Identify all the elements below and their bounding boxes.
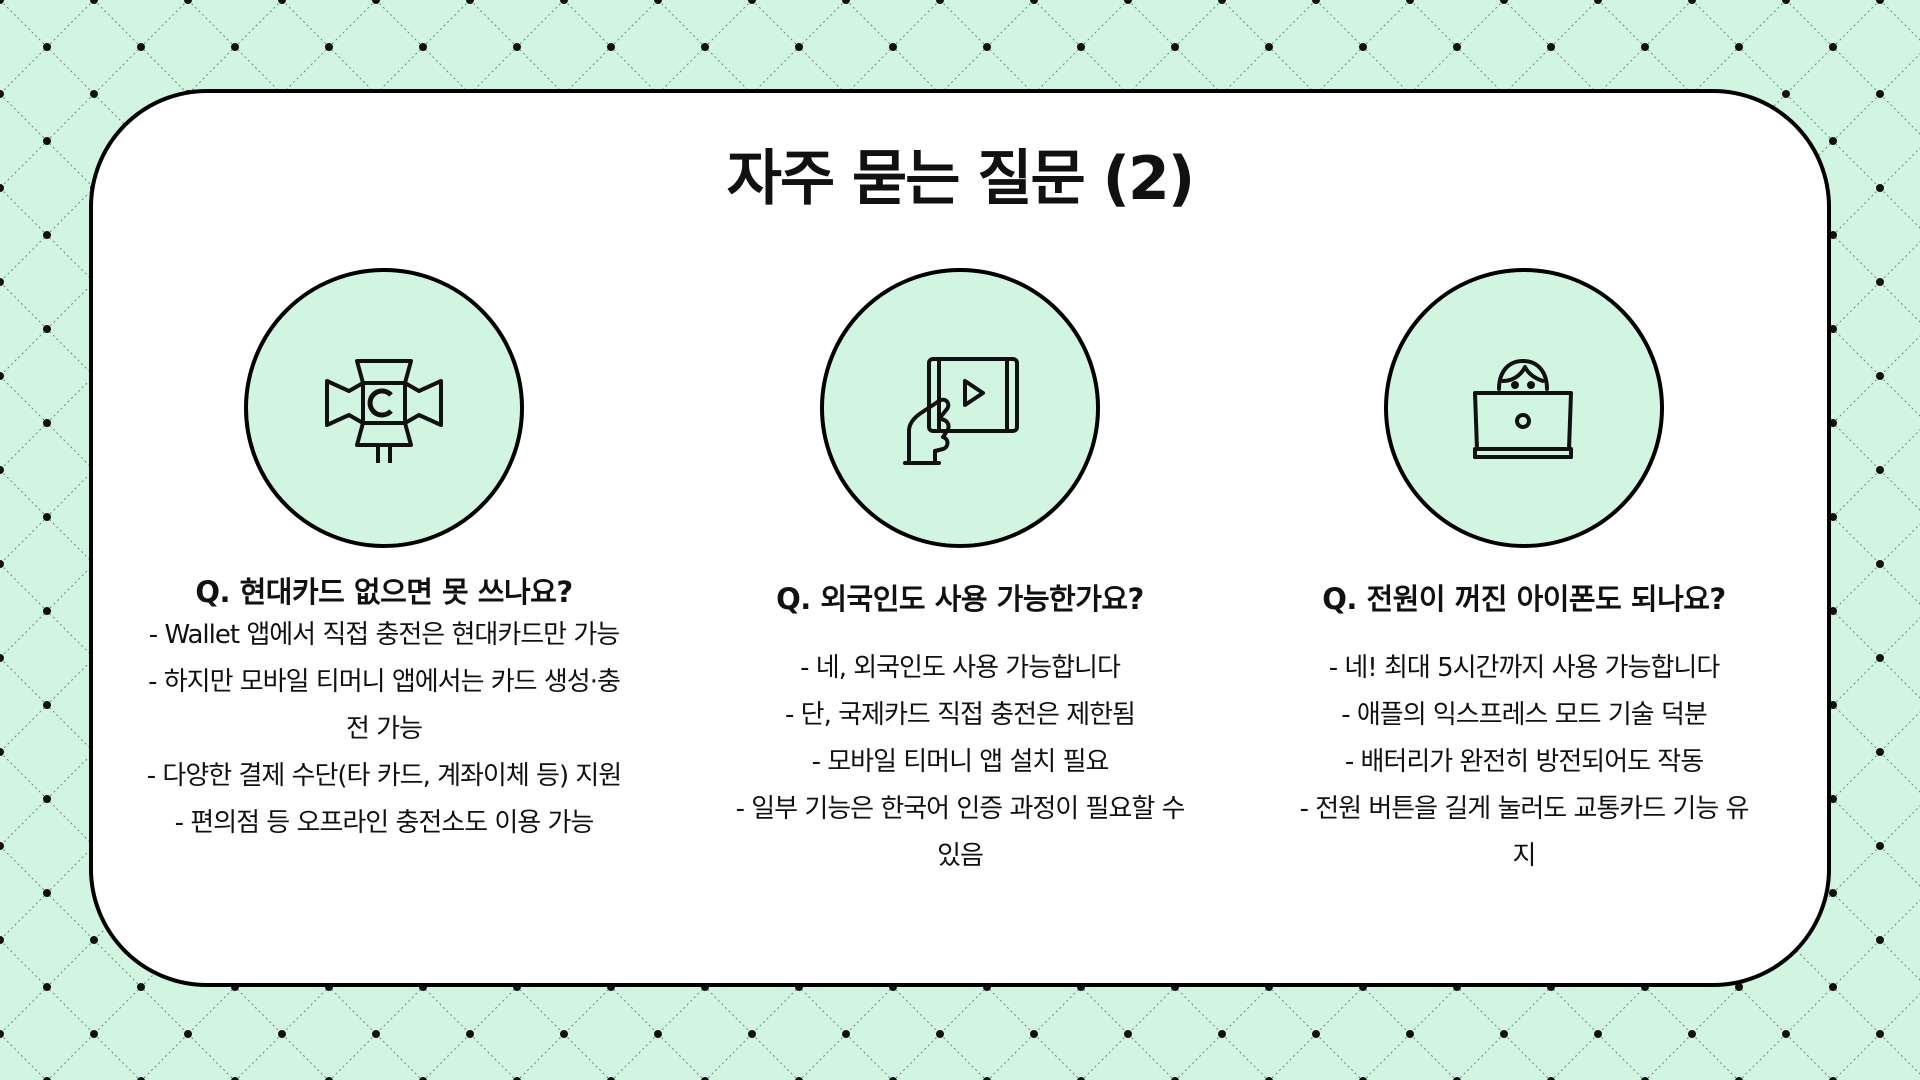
icon-circle — [1384, 268, 1664, 548]
icon-circle — [244, 268, 524, 548]
answer-item: - 편의점 등 오프라인 충전소도 이용 가능 — [174, 808, 595, 838]
faq-column-1: Q. 현대카드 없으면 못 쓰나요? - Wallet 앱에서 직접 충전은 현… — [124, 268, 644, 847]
answer-item: - 하지만 모바일 티머니 앱에서는 카드 생성·충전 가능 — [148, 667, 621, 744]
answer-list: - 네! 최대 5시간까지 사용 가능합니다 - 애플의 익스프레스 모드 기술… — [1289, 645, 1759, 880]
answer-item: - 네, 외국인도 사용 가능합니다 — [800, 653, 1121, 683]
answer-item: - 전원 버튼을 길게 눌러도 교통카드 기능 유지 — [1299, 794, 1750, 871]
faq-column-2: Q. 외국인도 사용 가능한가요? - 네, 외국인도 사용 가능합니다 - 단… — [700, 268, 1220, 880]
answer-item: - 단, 국제카드 직접 충전은 제한됨 — [785, 700, 1136, 730]
answer-item: - 애플의 익스프레스 모드 기술 덕분 — [1341, 700, 1708, 730]
question-title: Q. 전원이 꺼진 아이폰도 되나요? — [1322, 582, 1726, 616]
answer-item: - Wallet 앱에서 직접 충전은 현대카드만 가능 — [148, 620, 620, 650]
answer-item: - 네! 최대 5시간까지 사용 가능합니다 — [1328, 653, 1721, 683]
camera-light-icon — [325, 359, 443, 463]
person-laptop-icon — [1473, 359, 1573, 459]
answer-item: - 다양한 결제 수단(타 카드, 계좌이체 등) 지원 — [146, 761, 622, 791]
answer-list: - Wallet 앱에서 직접 충전은 현대카드만 가능 - 하지만 모바일 티… — [147, 612, 622, 847]
hand-holding-tablet-icon — [903, 357, 1019, 465]
answer-item: - 모바일 티머니 앱 설치 필요 — [811, 747, 1110, 777]
faq-column-3: Q. 전원이 꺼진 아이폰도 되나요? - 네! 최대 5시간까지 사용 가능합… — [1264, 268, 1784, 880]
question-title: Q. 외국인도 사용 가능한가요? — [776, 582, 1144, 616]
answer-list: - 네, 외국인도 사용 가능합니다 - 단, 국제카드 직접 충전은 제한됨 … — [725, 645, 1195, 880]
answer-item: - 일부 기능은 한국어 인증 과정이 필요할 수 있음 — [735, 794, 1186, 871]
question-title: Q. 현대카드 없으면 못 쓰나요? — [195, 575, 573, 609]
page-title: 자주 묻는 질문 (2) — [726, 144, 1195, 214]
icon-circle — [820, 268, 1100, 548]
answer-item: - 배터리가 완전히 방전되어도 작동 — [1344, 747, 1704, 777]
